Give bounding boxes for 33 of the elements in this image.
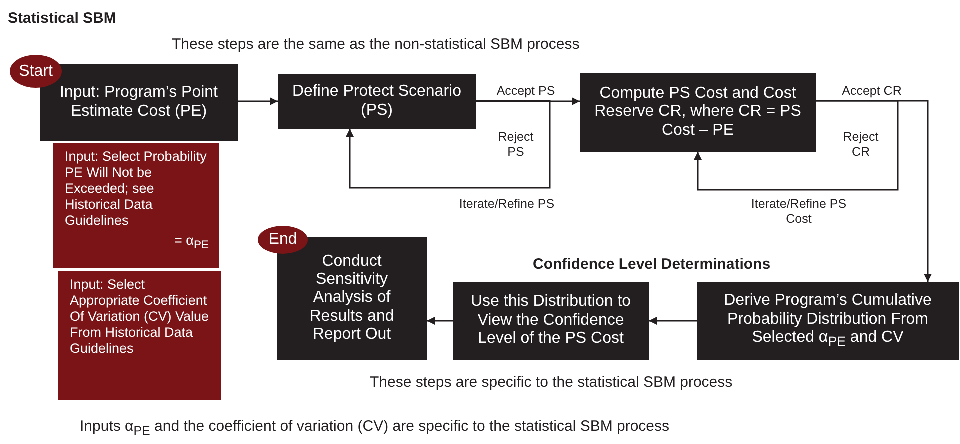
process-box <box>580 73 816 152</box>
node-text: Derive Program’s Cumulative Probability Distribution From Selected α$_{PE}$ and CV <box>723 292 933 350</box>
input-box <box>53 143 219 268</box>
node-text: End <box>268 231 298 249</box>
arrow <box>816 100 932 282</box>
node-text: Start <box>19 62 53 80</box>
section-heading: Confidence Level Determinations <box>533 256 771 273</box>
diagram-title: Statistical SBM <box>8 10 116 27</box>
arrow <box>694 100 899 191</box>
arrow <box>649 317 697 325</box>
process-box <box>697 282 959 360</box>
node-text: Input: Program’s Point Estimate Cost (PE) <box>58 84 219 121</box>
node-text: Define Protect Scenario (PS) <box>292 83 462 120</box>
node-text: = α$_{PE}$ <box>174 232 209 253</box>
arrow <box>476 98 580 106</box>
start-oval <box>10 55 62 88</box>
node-text: Input: Select Probability PE Will Not be Exceeded; see Historical Data Guidelines <box>65 149 208 229</box>
note-text: These steps are the same as the non-statistical SBM process <box>172 36 580 53</box>
node-text: Conduct Sensitivity Analysis of Results and Report Out <box>308 252 396 344</box>
note-text: Inputs α$_{PE}$ and the coefficient of variation (CV) are specific to the statistical SBM process <box>80 418 670 438</box>
note-text: These steps are specific to the statistical SBM process <box>370 374 733 391</box>
node-text: Use this Distribution to View the Confidence Level of the PS Cost <box>470 293 632 349</box>
node-text: Input: Select Appropriate Coefficient Of Variation (CV) Value From Historical Data Guidelines <box>70 277 210 357</box>
loop-label: Iterate/Refine PS Cost <box>750 197 848 227</box>
end-oval <box>258 226 308 254</box>
arrow <box>346 100 551 189</box>
input-box <box>58 271 221 400</box>
process-box <box>453 282 649 360</box>
arrow <box>427 317 453 325</box>
loop-label: Iterate/Refine PS <box>458 197 556 212</box>
arrow <box>238 98 278 106</box>
process-box <box>278 74 476 129</box>
node-text: Compute PS Cost and Cost Reserve CR, where CR = PS Cost – PE <box>594 84 802 140</box>
